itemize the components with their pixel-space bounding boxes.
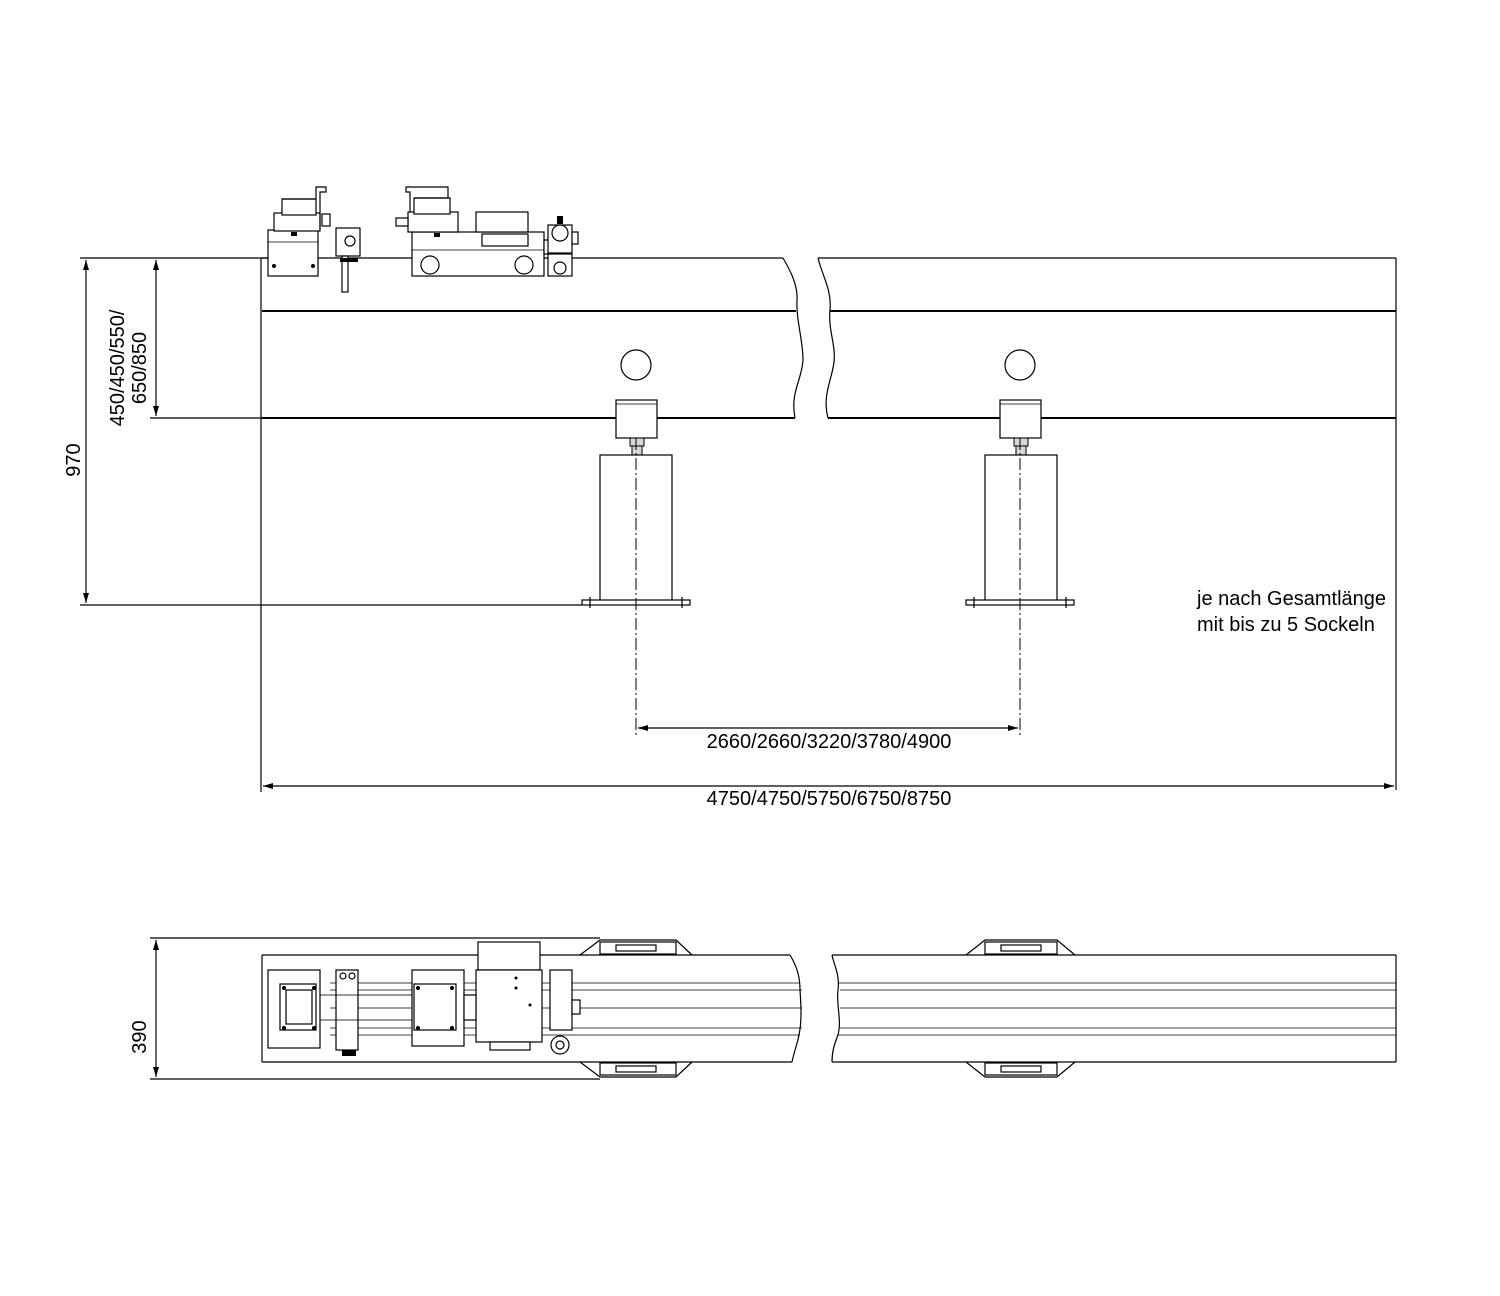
dimension-width: 390 <box>129 937 600 1080</box>
top-foot-left <box>579 939 693 1078</box>
dim-970-label: 970 <box>63 443 85 476</box>
dimension-height-total: 970 <box>63 257 582 606</box>
top-view: 390 <box>129 937 1397 1080</box>
beam-right-section <box>817 257 1397 790</box>
note-line-1: je nach Gesamtlänge <box>1196 588 1386 610</box>
socket-left <box>581 399 691 735</box>
dim-beam-label-line2: 650/850 <box>129 332 151 404</box>
dim-total-length-label: 4750/4750/5750/6750/8750 <box>707 788 952 810</box>
dim-socket-spacing-label: 2660/2660/3220/3780/4900 <box>707 731 952 753</box>
top-foot-right <box>965 939 1076 1078</box>
side-view: 970 450/450/550/ 650/850 2660/2660/3220/… <box>63 186 1397 810</box>
socket-right <box>965 399 1075 735</box>
beam-hole-left <box>620 349 652 381</box>
dim-390-label: 390 <box>129 1020 151 1053</box>
note-line-2: mit bis zu 5 Sockeln <box>1197 614 1375 636</box>
dimension-height-beam: 450/450/550/ 650/850 <box>107 260 262 426</box>
machine-unit-right <box>395 186 579 277</box>
dimension-socket-spacing: 2660/2660/3220/3780/4900 <box>638 725 1018 753</box>
dim-beam-label-line1: 450/450/550/ <box>107 309 129 426</box>
beam-hole-right <box>1004 349 1036 381</box>
machine-unit-left <box>267 186 361 293</box>
top-machine-right <box>411 941 581 1055</box>
top-machine-left <box>267 969 413 1056</box>
dimension-total-length: 4750/4750/5750/6750/8750 <box>263 783 1394 810</box>
top-beam-right <box>831 954 1397 1063</box>
